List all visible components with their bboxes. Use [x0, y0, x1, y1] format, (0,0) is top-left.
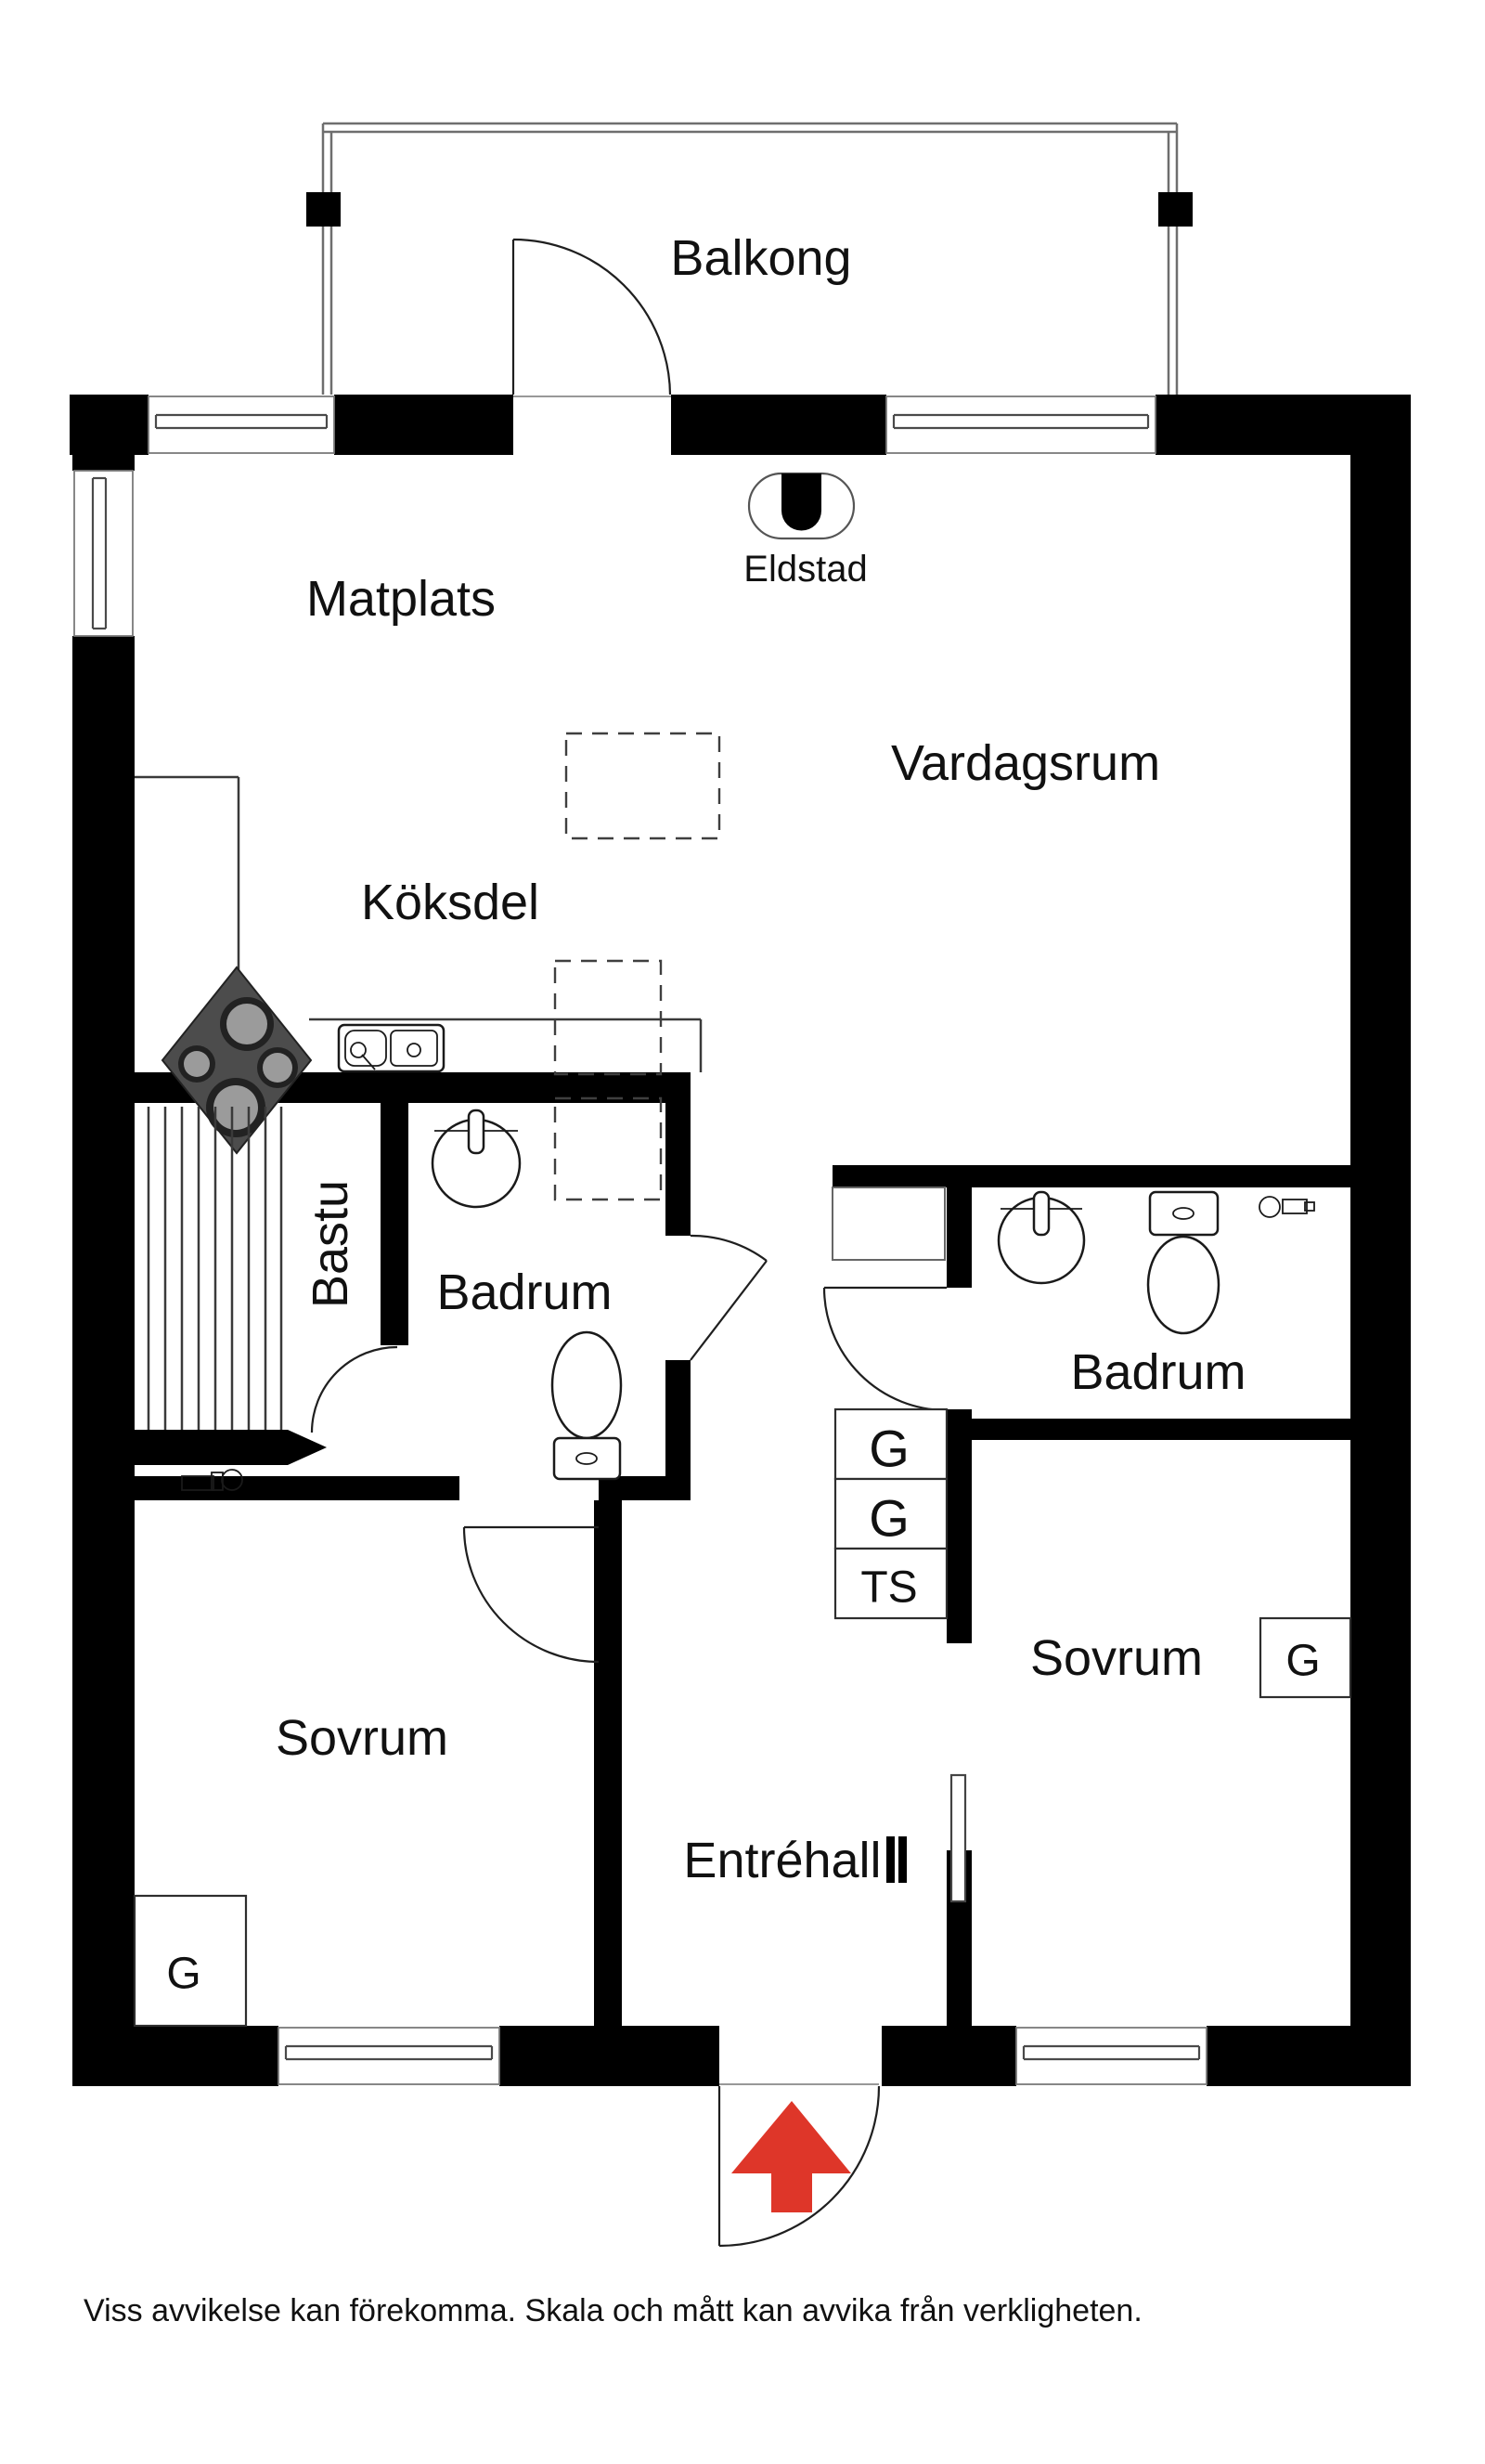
balcony-structure: [306, 122, 1193, 395]
room-label-dining: Matplats: [306, 571, 496, 627]
bathroom-left-faucet-icon: [181, 1469, 243, 1491]
window-left-matplats: [73, 470, 134, 637]
window-bottom-sovrum-left: [278, 2027, 500, 2085]
bathroom-left-sink-icon: [431, 1109, 522, 1209]
balcony-door: [511, 238, 672, 397]
bathroom-right-sink-icon: [997, 1190, 1086, 1285]
closet-bedroom-left-g-label: G: [166, 1950, 200, 1999]
room-label-sauna: Bastu: [303, 1180, 358, 1308]
entrance-arrow-icon: [731, 2101, 851, 2212]
room-label-bathroom-right: Badrum: [1070, 1344, 1246, 1400]
footer-disclaimer: Viss avvikelse kan förekomma. Skala och …: [84, 2293, 1143, 2328]
fireplace-icon: [747, 472, 856, 540]
window-top-vardagsrum: [885, 396, 1156, 454]
stove-icon: [161, 966, 313, 1155]
closet-hall-ts-label: TS: [860, 1563, 917, 1613]
closet-hall-ts: TS: [833, 1547, 949, 1620]
kitchen-sink-icon: [337, 1023, 446, 1073]
closet-bedroom-left-g: G: [133, 1894, 248, 2028]
bathroom-left-door: [690, 1234, 768, 1361]
room-label-kitchen: Köksdel: [361, 875, 539, 930]
interior-walls: [135, 1072, 1350, 2026]
closet-hall-g1: G: [833, 1407, 949, 1481]
room-label-fireplace: Eldstad: [743, 549, 867, 590]
bathroom-right-mixer-icon: [1259, 1196, 1315, 1218]
kitchen-appliance-dashed-boxes: [553, 732, 721, 1201]
sauna-bench-slats: [147, 1107, 283, 1430]
entrance-door: [717, 2083, 881, 2248]
bathroom-right-niche: [832, 1187, 946, 1261]
room-label-bathroom-left: Badrum: [436, 1264, 612, 1320]
sauna-door: [310, 1345, 398, 1433]
exterior-walls: [70, 395, 1411, 2086]
room-label-bedroom-left: Sovrum: [276, 1710, 448, 1766]
bathroom-right-toilet-icon: [1146, 1190, 1220, 1335]
closet-hall-g2: G: [833, 1477, 949, 1550]
closet-hall-g2-label: G: [869, 1489, 910, 1548]
bedroom-left-door: [462, 1525, 600, 1664]
window-bottom-sovrum-right: [1015, 2027, 1207, 2085]
bathroom-left-toilet-icon: [550, 1330, 623, 1481]
balcony-post-right: [1158, 192, 1193, 227]
closet-bedroom-right-g: G: [1259, 1616, 1352, 1699]
room-label-hall: Entréhall: [683, 1833, 881, 1888]
kitchen-counter: [135, 775, 703, 1072]
bathroom-right-door: [822, 1286, 948, 1412]
balcony-post-left: [306, 192, 341, 227]
bedroom-right-sliding-door: [949, 1773, 967, 1903]
room-label-balcony: Balkong: [670, 230, 851, 286]
room-label-living: Vardagsrum: [891, 735, 1160, 791]
window-top-matplats: [148, 396, 335, 454]
room-label-bedroom-right: Sovrum: [1030, 1630, 1203, 1686]
closet-bedroom-right-g-label: G: [1285, 1637, 1320, 1686]
closet-hall-g1-label: G: [869, 1420, 910, 1478]
